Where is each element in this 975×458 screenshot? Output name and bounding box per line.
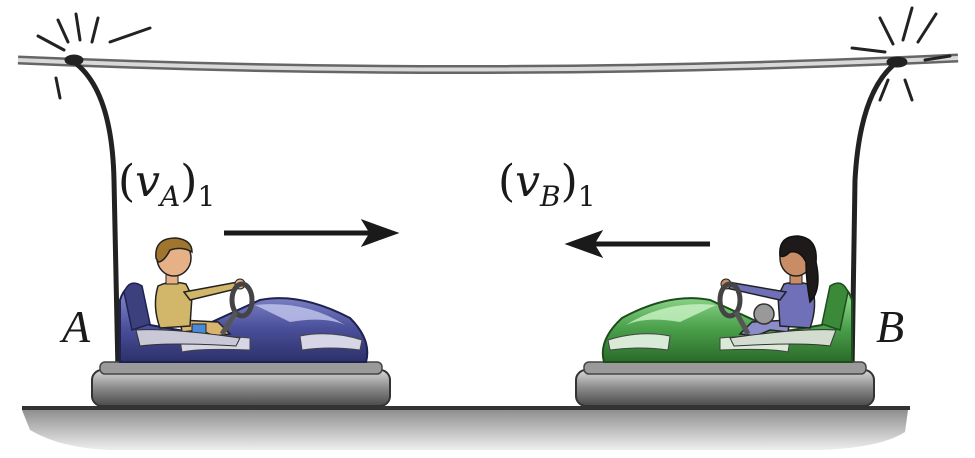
velocity-symbol-a: v [135,156,161,207]
spark-right [850,6,952,102]
velocity-subscript-b: B [540,180,561,213]
velocity-subscript-a: A [160,180,181,213]
driver-a [154,237,246,337]
ground-line [22,406,910,410]
car-a-bumper [91,369,391,407]
driver-b [720,235,819,337]
pole-a [72,59,121,373]
velocity-label-a: (vA)1 [118,156,216,213]
overhead-cable [17,53,959,75]
pole-b [849,60,899,373]
velocity-symbol-b: v [515,156,541,207]
steering-wheel-a [219,281,255,336]
car-a-label: A [62,301,91,352]
spark-left [36,12,152,100]
car-b [575,235,875,407]
steering-wheel-b [717,281,775,336]
velocity-index-b: 1 [577,180,596,213]
car-b-bumper [575,369,875,407]
car-a [91,237,391,407]
velocity-arrow-b [564,230,710,258]
velocity-index-a: 1 [197,180,216,213]
ground-shadow [22,410,908,450]
car-b-label: B [876,301,905,352]
velocity-arrow-a [224,219,400,247]
velocity-label-b: (vB)1 [498,156,596,213]
